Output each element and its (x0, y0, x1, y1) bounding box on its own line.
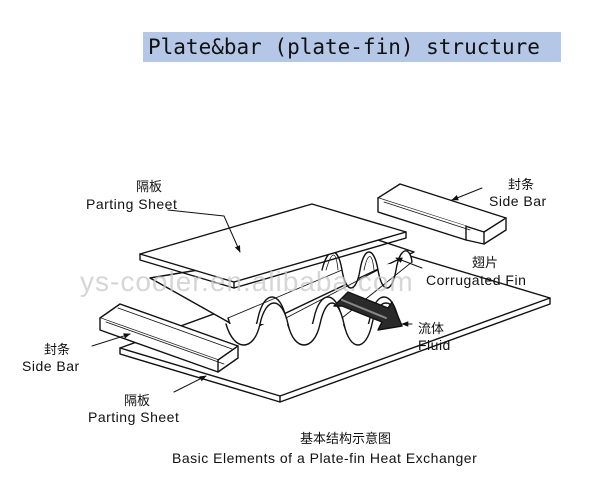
fluid-arrow-highlight (341, 299, 387, 319)
watermark: ys-cooler.en.alibaba.com (80, 266, 414, 297)
leader-parting-sheet-top (167, 209, 241, 253)
title-highlight (143, 32, 561, 62)
label-corrugated-fin-zh: 翅片 (472, 256, 499, 271)
page-title: Plate&bar (plate-fin) structure (148, 35, 540, 59)
label-side-bar-right-zh: 封条 (508, 178, 535, 193)
label-parting-sheet-bottom-en: Parting Sheet (88, 409, 180, 425)
label-fluid-en: Fluid (418, 337, 451, 353)
left-side-bar (99, 303, 239, 373)
corrugated-fin (149, 239, 415, 346)
leader-side-bar-left (91, 333, 131, 347)
leader-parting-sheet-bottom (173, 375, 207, 393)
label-side-bar-left-en: Side Bar (22, 358, 80, 374)
label-corrugated-fin-en: Corrugated Fin (426, 272, 527, 288)
caption-zh: 基本结构示意图 (300, 432, 392, 447)
label-side-bar-right-en: Side Bar (489, 193, 547, 209)
label-side-bar-left-zh: 封条 (44, 343, 71, 358)
label-parting-sheet-bottom-zh: 隔板 (124, 394, 151, 409)
leader-side-bar-right (451, 187, 483, 201)
caption-en: Basic Elements of a Plate-fin Heat Excha… (172, 450, 478, 466)
label-parting-sheet-top-zh: 隔板 (136, 180, 163, 195)
right-side-bar (377, 183, 507, 245)
top-parting-sheet (139, 203, 407, 289)
label-parting-sheet-top-en: Parting Sheet (86, 196, 178, 212)
leader-corrugated-fin (395, 257, 423, 269)
label-fluid-zh: 流体 (418, 322, 445, 337)
